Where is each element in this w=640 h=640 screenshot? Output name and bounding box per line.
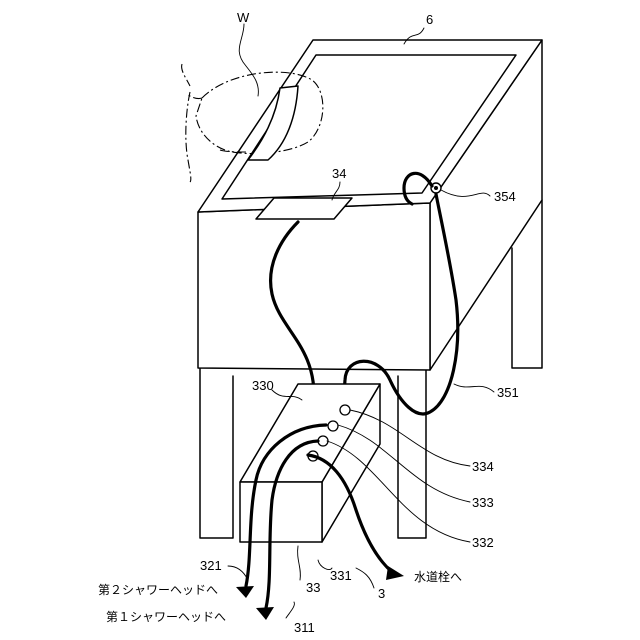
label-33: 33 (306, 580, 320, 595)
label-tap: 水道栓へ (414, 569, 462, 584)
label-first-shower: 第１シャワーヘッドへ (106, 610, 226, 624)
label-second-shower: 第２シャワーヘッドへ (98, 583, 218, 597)
port-333 (328, 421, 338, 431)
arrow-first-shower (256, 607, 274, 620)
destination-labels: 第２シャワーヘッドへ 第１シャワーヘッドへ 水道栓へ (98, 569, 462, 624)
label-351: 351 (497, 385, 519, 400)
port-334 (340, 405, 350, 415)
label-333: 333 (472, 495, 494, 510)
label-334: 334 (472, 459, 494, 474)
label-330: 330 (252, 378, 274, 393)
controller-34 (256, 198, 352, 219)
label-332: 332 (472, 535, 494, 550)
label-34: 34 (332, 166, 346, 181)
label-3: 3 (378, 586, 385, 601)
arrow-tap (386, 566, 404, 580)
label-6: 6 (426, 12, 433, 27)
label-311: 311 (294, 620, 315, 635)
label-331: 331 (330, 568, 352, 583)
label-354: 354 (494, 189, 516, 204)
label-321: 321 (200, 558, 222, 573)
label-w: W (237, 10, 250, 25)
arrow-second-shower (236, 586, 254, 598)
bath-body (198, 40, 542, 370)
